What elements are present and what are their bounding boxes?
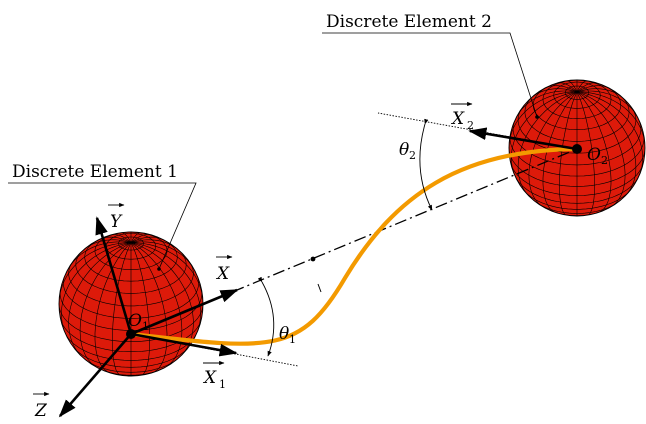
svg-text:θ: θ (399, 140, 409, 160)
vector-Y-label: Y (108, 202, 125, 232)
vector-Y-arrow (95, 216, 133, 335)
svg-text:2: 2 (467, 119, 474, 132)
vector-Z-label: Z (33, 391, 50, 421)
svg-text:X: X (202, 368, 217, 388)
svg-text:θ: θ (279, 324, 289, 344)
svg-text:O: O (587, 145, 601, 165)
leader-line-element-1 (8, 182, 197, 270)
vector-X2-arrow (468, 127, 578, 151)
midpoint-dot (310, 256, 316, 262)
vector-Z-arrow (58, 333, 132, 418)
svg-text:1: 1 (142, 320, 149, 333)
theta1-arc (257, 276, 275, 357)
theta2-arc (419, 118, 433, 211)
svg-text:Y: Y (110, 212, 123, 232)
svg-text:2: 2 (601, 154, 608, 167)
center-axis-line (130, 148, 578, 335)
sphere-2-mesh (509, 80, 645, 216)
svg-text:2: 2 (409, 149, 416, 162)
beam-mid-tick (317, 283, 322, 293)
leader-line-element-2 (322, 32, 538, 118)
deformed-beam (128, 146, 580, 346)
svg-text:Z: Z (34, 401, 48, 421)
vector-X-label: X (215, 254, 233, 284)
vector-X2-label: X 2 (450, 101, 474, 132)
discrete-element-2-label: Discrete Element 2 (326, 12, 492, 32)
discrete-element-1-label: Discrete Element 1 (12, 162, 178, 182)
vector-X1-arrow (130, 332, 238, 357)
svg-text:X: X (215, 264, 230, 284)
point-O1-label: O 1 (128, 311, 149, 333)
discrete-element-1-sphere (58, 231, 204, 377)
vector-X1-label: X 1 (202, 360, 226, 391)
svg-text:1: 1 (289, 333, 296, 346)
svg-text:1: 1 (219, 378, 226, 391)
theta1-label: θ 1 (279, 324, 296, 346)
vector-X-arrow (130, 288, 239, 336)
point-O2-label: O 2 (587, 145, 608, 167)
svg-text:X: X (450, 109, 465, 129)
svg-text:O: O (128, 311, 142, 331)
theta2-label: θ 2 (399, 140, 416, 162)
